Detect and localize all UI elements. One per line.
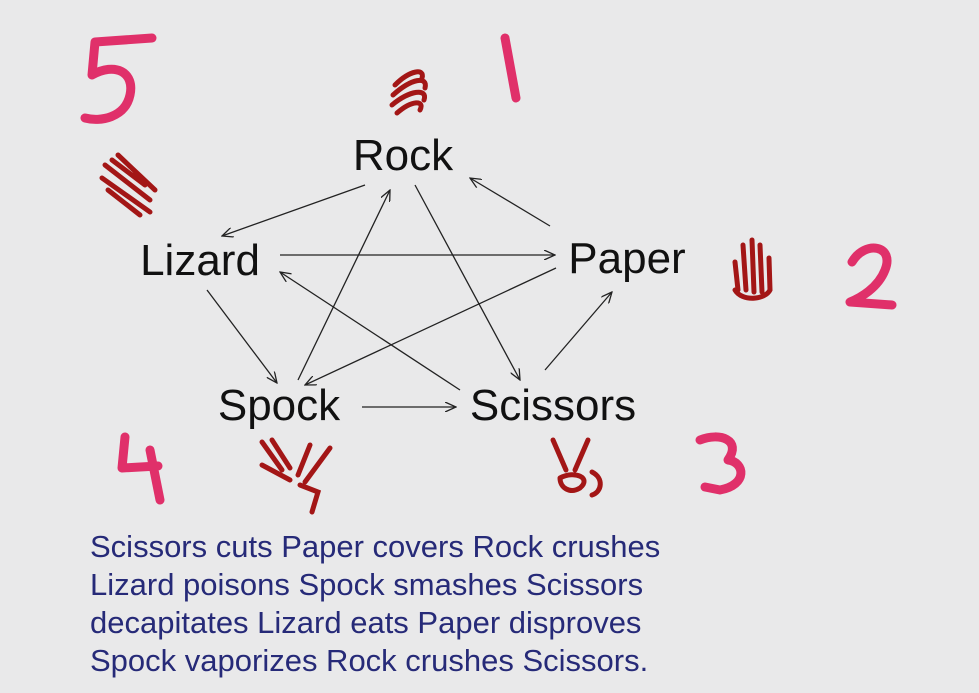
- node-spock: Spock: [218, 381, 341, 430]
- number-1: [500, 33, 521, 103]
- caption-line: Lizard poisons Spock smashes Scissors: [90, 567, 644, 602]
- scissors-hand-icon: [550, 437, 603, 498]
- rules-caption: Scissors cuts Paper covers Rock crushes …: [90, 528, 850, 680]
- caption-line: Spock vaporizes Rock crushes Scissors.: [90, 643, 649, 678]
- number-4: [117, 432, 165, 505]
- spock-hand-icon: [259, 437, 333, 515]
- caption-line: Scissors cuts Paper covers Rock crushes: [90, 529, 661, 564]
- arrow-spock-rock: [297, 190, 390, 381]
- node-lizard: Lizard: [140, 236, 260, 285]
- paper-hand-icon: [732, 237, 773, 301]
- number-3: [695, 432, 746, 495]
- node-rock: Rock: [353, 131, 454, 180]
- caption-line: decapitates Lizard eats Paper disproves: [90, 605, 642, 640]
- arrow-scissors-paper: [544, 292, 612, 371]
- node-scissors: Scissors: [470, 381, 636, 430]
- node-paper: Paper: [568, 234, 685, 283]
- lizard-hand-icon: [99, 152, 158, 218]
- arrow-scissors-lizard: [280, 272, 461, 391]
- arrow-paper-rock: [470, 178, 551, 227]
- number-2: [845, 243, 897, 310]
- arrow-paper-spock: [305, 267, 557, 385]
- arrow-lizard-spock: [206, 289, 277, 383]
- arrow-rock-lizard: [222, 184, 366, 236]
- rock-hand-icon: [389, 69, 428, 116]
- number-5: [80, 33, 157, 124]
- arrow-rock-scissors: [414, 184, 520, 380]
